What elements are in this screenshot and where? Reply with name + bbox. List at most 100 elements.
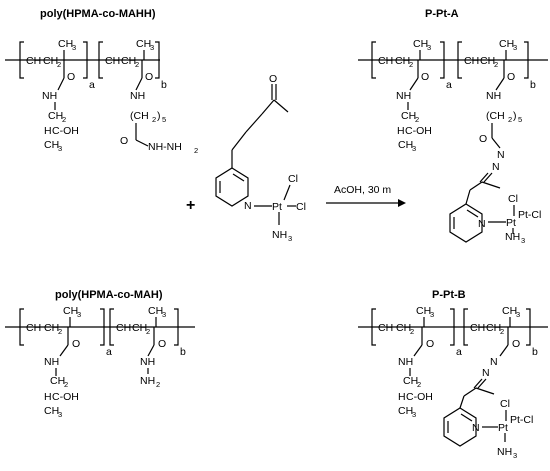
svg-text:NH: NH <box>140 375 155 387</box>
svg-text:2: 2 <box>500 327 504 336</box>
svg-text:3: 3 <box>58 410 62 419</box>
svg-text:CH: CH <box>398 139 413 151</box>
svg-text:3: 3 <box>412 410 416 419</box>
svg-text:Pt: Pt <box>272 201 282 213</box>
polymer-hpma-co-mah: a b CH CH 2 CH 3 O NH CH 2 H C-OH CH 3 C… <box>5 305 195 419</box>
svg-text:CH: CH <box>148 305 163 317</box>
product-p-pt-a: a b CH CH 2 CH 3 O NH CH 2 H C-OH CH 3 C… <box>358 38 548 245</box>
svg-text:CH: CH <box>58 38 73 50</box>
svg-text:3: 3 <box>521 236 525 245</box>
svg-text:): ) <box>157 110 161 122</box>
svg-text:NH: NH <box>130 90 145 102</box>
repeat-label-a: a <box>89 79 95 91</box>
svg-text:2: 2 <box>62 115 66 124</box>
svg-text:(CH: (CH <box>130 110 149 122</box>
svg-text:): ) <box>513 110 517 122</box>
svg-text:2: 2 <box>415 115 419 124</box>
svg-text:N: N <box>497 149 505 161</box>
svg-text:CH: CH <box>395 55 410 67</box>
svg-text:C-OH: C-OH <box>52 125 79 137</box>
svg-text:Pt: Pt <box>506 217 516 229</box>
svg-text:Pt: Pt <box>498 422 508 434</box>
svg-text:O: O <box>72 338 80 350</box>
svg-text:2: 2 <box>152 115 156 124</box>
svg-text:O: O <box>479 133 487 145</box>
svg-text:2: 2 <box>409 60 413 69</box>
svg-text:N: N <box>244 200 252 212</box>
svg-text:NH: NH <box>396 90 411 102</box>
svg-text:3: 3 <box>58 144 62 153</box>
svg-text:CH: CH <box>398 405 413 417</box>
svg-text:a: a <box>456 346 462 358</box>
plus-sign: + <box>186 197 195 214</box>
svg-text:CH: CH <box>48 110 63 122</box>
svg-text:CH: CH <box>44 139 59 151</box>
svg-text:CH: CH <box>378 55 393 67</box>
svg-text:2: 2 <box>417 380 421 389</box>
svg-text:3: 3 <box>162 310 166 319</box>
svg-text:H: H <box>397 125 405 137</box>
svg-text:O: O <box>120 135 128 147</box>
svg-text:H: H <box>44 125 52 137</box>
svg-text:2: 2 <box>156 380 160 389</box>
repeat-label-b: b <box>161 79 167 91</box>
svg-text:2: 2 <box>194 146 198 155</box>
svg-text:b: b <box>180 346 186 358</box>
svg-text:3: 3 <box>513 43 517 52</box>
svg-text:O: O <box>67 71 75 83</box>
svg-text:N: N <box>472 422 480 434</box>
reaction-arrow: AcOH, 30 m <box>326 184 406 207</box>
svg-text:N: N <box>482 367 490 379</box>
title-p-pt-b: P-Pt-B <box>432 289 466 301</box>
svg-text:O: O <box>145 71 153 83</box>
svg-text:Cl: Cl <box>508 193 518 205</box>
svg-text:2: 2 <box>58 327 62 336</box>
svg-text:3: 3 <box>427 43 431 52</box>
svg-text:NH: NH <box>398 356 413 368</box>
svg-text:Cl: Cl <box>288 173 298 185</box>
svg-text:C-OH: C-OH <box>406 391 433 403</box>
svg-text:CH: CH <box>470 322 485 334</box>
svg-text:CH: CH <box>43 55 58 67</box>
svg-text:Pt-Cl: Pt-Cl <box>510 414 533 426</box>
svg-text:2: 2 <box>410 327 414 336</box>
svg-text:a: a <box>446 79 452 91</box>
svg-text:2: 2 <box>494 60 498 69</box>
svg-text:NH: NH <box>140 356 155 368</box>
svg-text:3: 3 <box>288 234 292 243</box>
svg-text:2: 2 <box>64 380 68 389</box>
title-poly-hpma-co-mah: poly(HPMA-co-MAH) <box>55 289 163 301</box>
svg-text:CH: CH <box>413 38 428 50</box>
svg-text:N: N <box>492 161 500 173</box>
svg-text:CH: CH <box>403 375 418 387</box>
svg-text:Cl: Cl <box>296 201 306 213</box>
platinum-ketone-complex: O N Pt Cl Cl NH 3 <box>215 73 306 243</box>
svg-text:N: N <box>478 218 486 230</box>
svg-text:CH: CH <box>464 55 479 67</box>
svg-text:O: O <box>158 338 166 350</box>
svg-text:3: 3 <box>513 451 517 460</box>
svg-text:CH: CH <box>486 322 501 334</box>
svg-text:2: 2 <box>508 115 512 124</box>
svg-text:CH: CH <box>105 55 120 67</box>
svg-text:b: b <box>532 346 538 358</box>
svg-text:CH: CH <box>26 55 41 67</box>
svg-text:3: 3 <box>150 43 154 52</box>
svg-text:CH: CH <box>136 38 151 50</box>
svg-text:3: 3 <box>77 310 81 319</box>
svg-text:CH: CH <box>401 110 416 122</box>
svg-text:H: H <box>44 391 52 403</box>
svg-text:CH: CH <box>50 375 65 387</box>
svg-text:NH: NH <box>497 446 512 458</box>
svg-text:NH: NH <box>486 90 501 102</box>
polymer-hpma-co-mahh: a b CH CH 2 CH 3 O NH CH 2 H C-OH CH 3 C… <box>5 38 198 155</box>
svg-text:O: O <box>269 73 277 85</box>
svg-text:NH: NH <box>505 231 520 243</box>
reaction-condition: AcOH, 30 m <box>334 184 391 196</box>
svg-text:CH: CH <box>26 322 41 334</box>
svg-text:CH: CH <box>480 55 495 67</box>
svg-text:Pt-Cl: Pt-Cl <box>518 209 541 221</box>
svg-text:NH-NH: NH-NH <box>148 141 182 153</box>
svg-text:N: N <box>490 356 498 368</box>
